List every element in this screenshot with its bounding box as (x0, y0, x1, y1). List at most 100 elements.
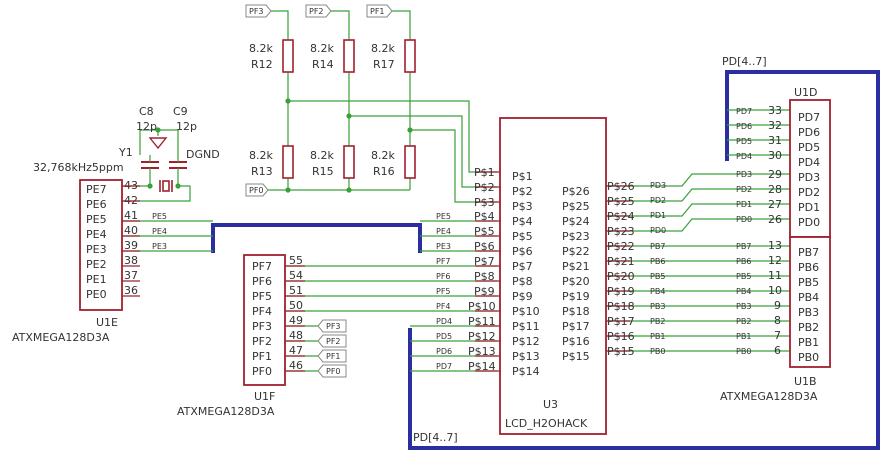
u1e-net-label: PE4 (152, 227, 167, 236)
u1b-pin-name: PB7 (798, 246, 819, 259)
u1b-pin-number: 7 (774, 329, 781, 342)
u1d-pin-number: 32 (768, 119, 782, 132)
port-pf0-left: PF0 (249, 186, 264, 195)
resistor-r15-value: 8.2k (310, 149, 334, 162)
u3-right-ext-label: P$15 (607, 345, 635, 358)
u1f-pin-name: PF5 (252, 290, 272, 303)
u1b-pin-number: 6 (774, 344, 781, 357)
u1f-pin-name: PF6 (252, 275, 272, 288)
u3-ref: U3 (543, 398, 558, 411)
u1b-net-label: PB4 (736, 287, 751, 296)
u1e-net-label: PE5 (152, 212, 167, 221)
u1f-part: ATXMEGA128D3A (177, 405, 275, 418)
resistor-r16-ref: R16 (373, 165, 395, 178)
u3-right-ext-label: P$21 (607, 255, 635, 268)
u1d-net-label: PD5 (736, 137, 752, 146)
u3-left-pin-name: P$5 (512, 230, 533, 243)
u3-right-net-label: PB2 (650, 317, 665, 326)
u1b-pin-numbers: 13 12 11 10 9 8 7 6 (768, 239, 782, 357)
u3-left-net-label: PD7 (436, 362, 452, 371)
resistor-r12-ref: R12 (251, 58, 273, 71)
bus-lines (211, 70, 880, 450)
resistor-r12-value: 8.2k (249, 42, 273, 55)
u1b-pin-number: 12 (768, 254, 782, 267)
resistor-r15-ref: R15 (312, 165, 334, 178)
u3-right-pin-name: P$20 (562, 275, 590, 288)
u1b-pin-number: 13 (768, 239, 782, 252)
u1d-net-labels: PD7 PD6 PD5 PD4 PD3 PD2 PD1 PD0 (736, 107, 752, 224)
cap-c9-value: 12p (176, 120, 197, 133)
u1f-pin-stubs (285, 265, 305, 372)
u1f-pin-number: 46 (289, 359, 303, 372)
crystal-ref: Y1 (118, 146, 133, 159)
u1d-pin-names: PD7 PD6 PD5 PD4 PD3 PD2 PD1 PD0 (798, 111, 820, 229)
u3-left-ext-label: P$2 (474, 181, 495, 194)
u1e-pin-number: 39 (124, 239, 138, 252)
u3-left-net-label: PD4 (436, 317, 452, 326)
capacitor-c9 (169, 155, 187, 172)
u3-left-pin-name: P$7 (512, 260, 533, 273)
u3-right-ext-label: P$26 (607, 180, 635, 193)
u3-right-ext-labels: P$26 P$25 P$24 P$23 P$22 P$21 P$20 P$19 … (607, 180, 635, 358)
u3-left-ext-label: P$11 (468, 315, 496, 328)
u3-part: LCD_H2OHACK (505, 417, 588, 430)
ground-label: DGND (186, 148, 220, 161)
u3-left-pin-name: P$13 (512, 350, 540, 363)
u3-left-ext-label: P$5 (474, 225, 495, 238)
u1d-pin-number: 26 (768, 213, 782, 226)
u1d-pin-number: 28 (768, 183, 782, 196)
u1e-pin-name: PE7 (86, 183, 107, 196)
u3-right-ext-label: P$23 (607, 225, 635, 238)
u3-left-ext-label: P$10 (468, 300, 496, 313)
u3-left-ext-label: P$14 (468, 360, 496, 373)
u1d-pin-name: PD4 (798, 156, 820, 169)
u1f-pin-number: 54 (289, 269, 303, 282)
u3-right-net-label: PB4 (650, 287, 665, 296)
u1d-pin-name: PD7 (798, 111, 820, 124)
u1e-part: ATXMEGA128D3A (12, 331, 110, 344)
port-u1f-pf0: PF0 (326, 367, 341, 376)
u3-left-pin-stubs (475, 171, 500, 372)
u1e-pin-number: 40 (124, 224, 138, 237)
ground-icon (148, 137, 168, 150)
port-u1f-pf1: PF1 (326, 352, 341, 361)
u1b-net-label: PB3 (736, 302, 751, 311)
u3-right-net-label: PB5 (650, 272, 665, 281)
port-pf3-top: PF3 (249, 7, 264, 16)
u1d-net-label: PD7 (736, 107, 752, 116)
u1d-net-label: PD3 (736, 170, 752, 179)
u3-left-ext-label: P$6 (474, 240, 495, 253)
port-u1f-pf2: PF2 (326, 337, 341, 346)
u1d-net-label: PD0 (736, 215, 752, 224)
u1d-pin-name: PD6 (798, 126, 820, 139)
u3-left-pin-name: P$9 (512, 290, 533, 303)
u3-left-ext-label: P$12 (468, 330, 496, 343)
u3-left-ext-label: P$13 (468, 345, 496, 358)
u1d-pin-name: PD0 (798, 216, 820, 229)
u1e-body (79, 179, 123, 311)
u3-left-pin-name: P$6 (512, 245, 533, 258)
u1e-ref: U1E (96, 316, 118, 329)
u1b-net-label: PB0 (736, 347, 751, 356)
u1f-pin-name: PF3 (252, 320, 272, 333)
u1b-net-label: PB1 (736, 332, 751, 341)
resistor-r17-ref: R17 (373, 58, 395, 71)
u3-left-net-labels: PE5 PE4 PE3 PF7 PF6 PF5 PF4 PD4 PD5 PD6 … (436, 212, 452, 371)
u3-right-pin-name: P$24 (562, 215, 590, 228)
net-ports (245, 4, 393, 378)
u3-left-net-label: PD6 (436, 347, 452, 356)
u3-right-pin-stubs (606, 185, 630, 352)
u3-right-ext-label: P$18 (607, 300, 635, 313)
junction-dots (147, 98, 413, 193)
u3-right-net-label: PB0 (650, 347, 665, 356)
u3-left-net-label: PD5 (436, 332, 452, 341)
u1d-net-label: PD4 (736, 152, 752, 161)
bus-label-top: PD[4..7] (722, 55, 767, 68)
resistor-bodies (282, 39, 416, 179)
u1e-pin-name: PE2 (86, 258, 107, 271)
u1d-pin-number: 33 (768, 104, 782, 117)
u1e-pin-name: PE1 (86, 273, 107, 286)
u3-right-net-label: PD0 (650, 226, 666, 235)
u1e-pin-name: PE5 (86, 213, 107, 226)
